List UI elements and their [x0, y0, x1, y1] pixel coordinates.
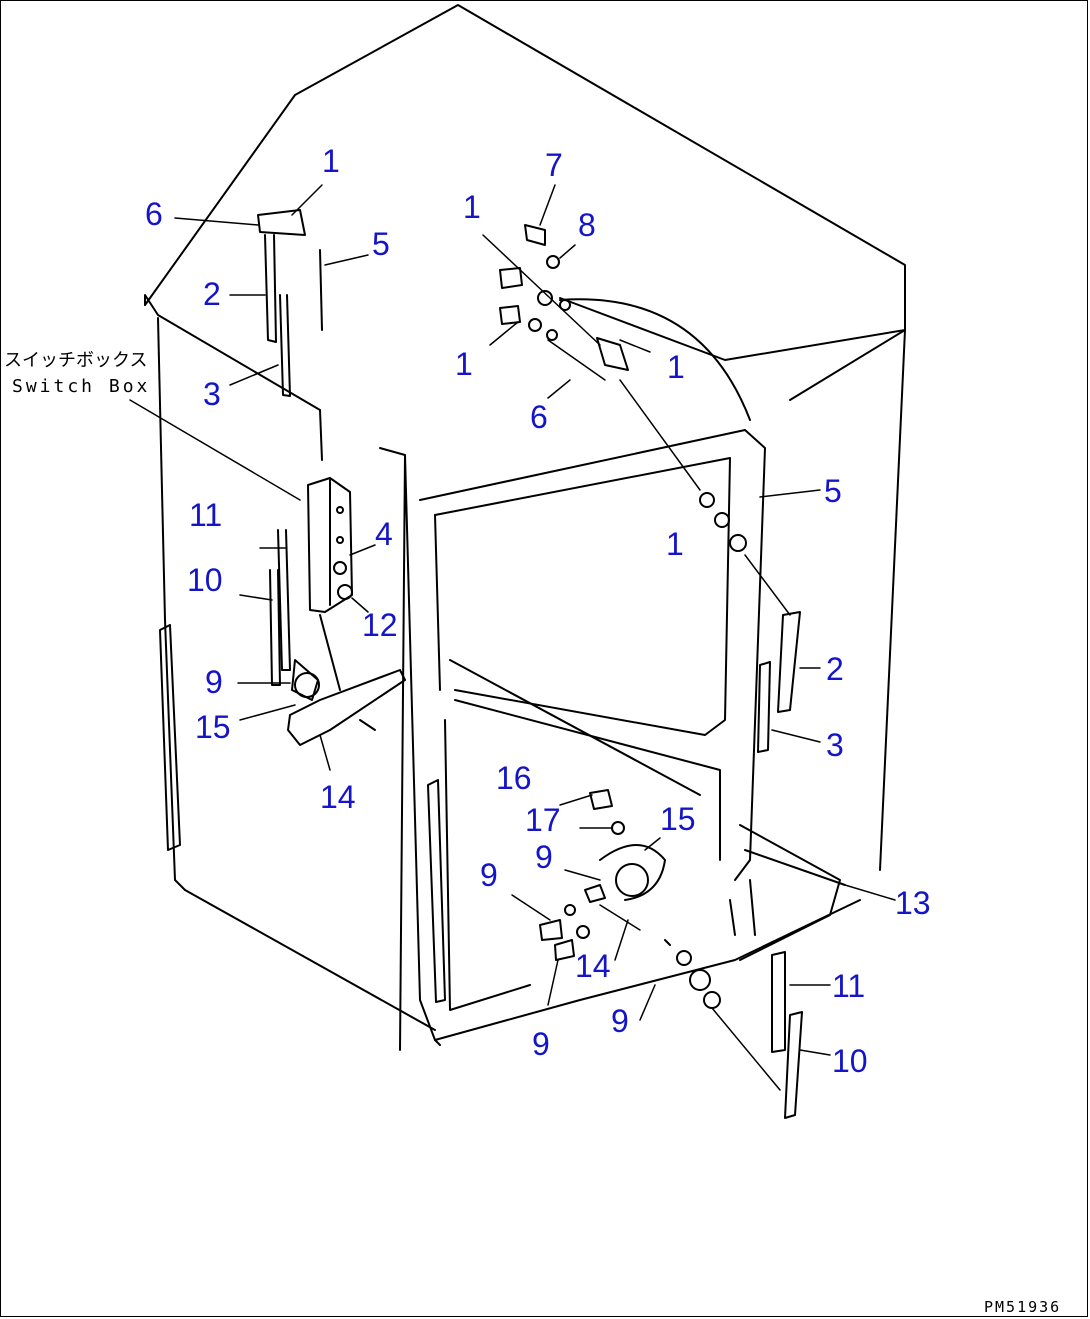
callout-3: 3: [826, 727, 844, 763]
upper-middle-bolts: [482, 184, 747, 552]
callout-1: 1: [463, 189, 481, 225]
callout-9: 9: [532, 1026, 550, 1062]
callout-12: 12: [362, 607, 398, 643]
callout-9: 9: [480, 857, 498, 893]
switch-box-label-en: Switch Box: [12, 376, 150, 397]
callout-5: 5: [824, 473, 842, 509]
callout-2: 2: [203, 276, 221, 312]
callout-6: 6: [145, 196, 163, 232]
callout-11: 11: [832, 968, 865, 1004]
callouts: 1 6 5 2 3 7 1 8 1 1 6 5 1 11 4 10 12 2 9…: [145, 143, 931, 1079]
callout-15: 15: [195, 709, 231, 745]
callout-4: 4: [375, 516, 393, 552]
callout-17: 17: [525, 802, 561, 838]
callout-9: 9: [205, 664, 223, 700]
callout-10: 10: [187, 562, 223, 598]
callout-1: 1: [455, 346, 473, 382]
callout-15: 15: [660, 801, 696, 837]
drawing-code: PM51936: [984, 1298, 1061, 1316]
callout-8: 8: [578, 207, 596, 243]
callout-7: 7: [545, 147, 563, 183]
callout-1: 1: [322, 143, 340, 179]
callout-10: 10: [832, 1043, 868, 1079]
callout-3: 3: [203, 376, 221, 412]
callout-14: 14: [575, 948, 611, 984]
callout-9: 9: [611, 1003, 629, 1039]
callout-16: 16: [496, 760, 532, 796]
callout-9: 9: [535, 839, 553, 875]
right-side-parts: [744, 489, 821, 753]
callout-14: 14: [320, 779, 356, 815]
lower-right-parts: [729, 879, 896, 1119]
callout-1: 1: [667, 349, 685, 385]
callout-11: 11: [189, 497, 222, 533]
lower-middle-parts: [511, 789, 781, 1091]
callout-5: 5: [372, 226, 390, 262]
cab-outline: [144, 4, 906, 1051]
callout-6: 6: [530, 399, 548, 435]
switch-box-label-jp: スイッチボックス: [4, 350, 147, 371]
upper-left-parts: [174, 184, 369, 397]
callout-2: 2: [826, 651, 844, 687]
callout-13: 13: [895, 885, 931, 921]
switch-box-assembly: [129, 399, 406, 771]
callout-1: 1: [666, 526, 684, 562]
